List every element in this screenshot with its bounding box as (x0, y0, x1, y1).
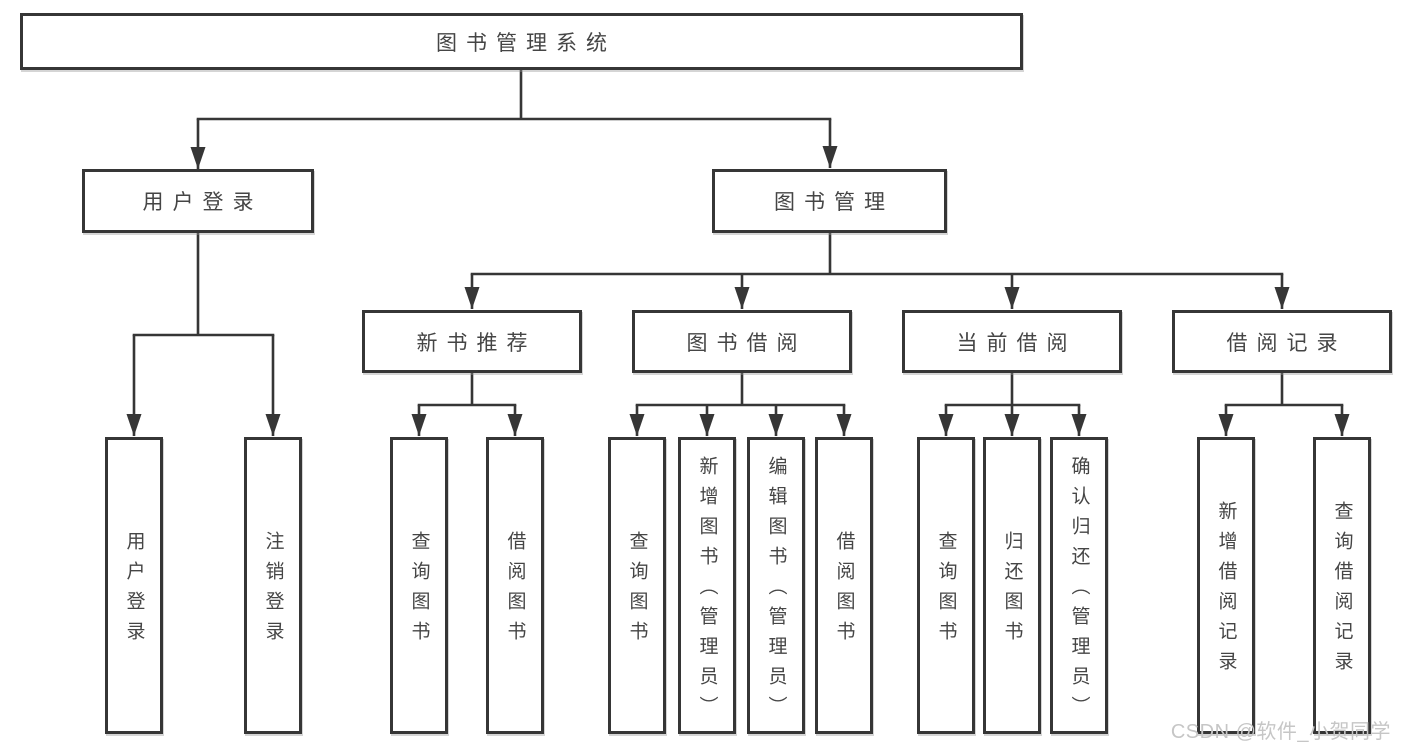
leaf-query-books-borrow: 查询图书 (608, 437, 666, 734)
node-label: 图书管理 (774, 191, 894, 214)
node-book-management: 图书管理 (712, 169, 947, 233)
leaf-label: 查询借阅记录 (1331, 501, 1353, 681)
leaf-query-borrow-record: 查询借阅记录 (1313, 437, 1371, 734)
node-user-login: 用户登录 (82, 169, 314, 233)
leaf-label: 编辑图书（管理员） (765, 456, 787, 726)
node-label: 借阅记录 (1226, 331, 1347, 355)
leaf-label: 查询图书 (408, 531, 430, 651)
node-label: 当前借阅 (956, 331, 1077, 355)
leaf-borrow-books: 借阅图书 (815, 437, 873, 734)
leaf-label: 注销登录 (262, 531, 284, 651)
node-label: 新书推荐 (416, 331, 537, 355)
leaf-label: 新增借阅记录 (1215, 501, 1237, 681)
leaf-label: 借阅图书 (833, 531, 855, 651)
node-current-borrow: 当前借阅 (902, 310, 1122, 373)
watermark-text: CSDN @软件_小贺同学 (1170, 721, 1391, 743)
leaf-edit-book-admin: 编辑图书（管理员） (747, 437, 805, 734)
leaf-label: 用户登录 (123, 531, 145, 651)
node-borrow-records: 借阅记录 (1172, 310, 1392, 373)
leaf-label: 确认归还（管理员） (1068, 456, 1090, 726)
leaf-label: 归还图书 (1001, 531, 1023, 651)
leaf-user-login: 用户登录 (105, 437, 163, 734)
node-new-book-recommend: 新书推荐 (362, 310, 582, 373)
leaf-logout: 注销登录 (244, 437, 302, 734)
node-label: 图书借阅 (686, 331, 807, 355)
leaf-borrow-books-recommend: 借阅图书 (486, 437, 544, 734)
node-root: 图书管理系统 (20, 13, 1023, 70)
leaf-query-books-current: 查询图书 (917, 437, 975, 734)
leaf-label: 查询图书 (935, 531, 957, 651)
leaf-add-book-admin: 新增图书（管理员） (678, 437, 736, 734)
node-book-borrow: 图书借阅 (632, 310, 852, 373)
connector-trunk (132, 67, 1344, 407)
leaf-label: 查询图书 (626, 531, 648, 651)
node-root-label: 图书管理系统 (436, 31, 616, 55)
node-label: 用户登录 (142, 191, 263, 214)
leaf-add-borrow-record: 新增借阅记录 (1197, 437, 1255, 734)
leaf-return-books: 归还图书 (983, 437, 1041, 734)
leaf-confirm-return-admin: 确认归还（管理员） (1050, 437, 1108, 734)
leaf-label: 借阅图书 (504, 531, 526, 651)
leaf-query-books-recommend: 查询图书 (390, 437, 448, 734)
leaf-label: 新增图书（管理员） (696, 456, 718, 726)
